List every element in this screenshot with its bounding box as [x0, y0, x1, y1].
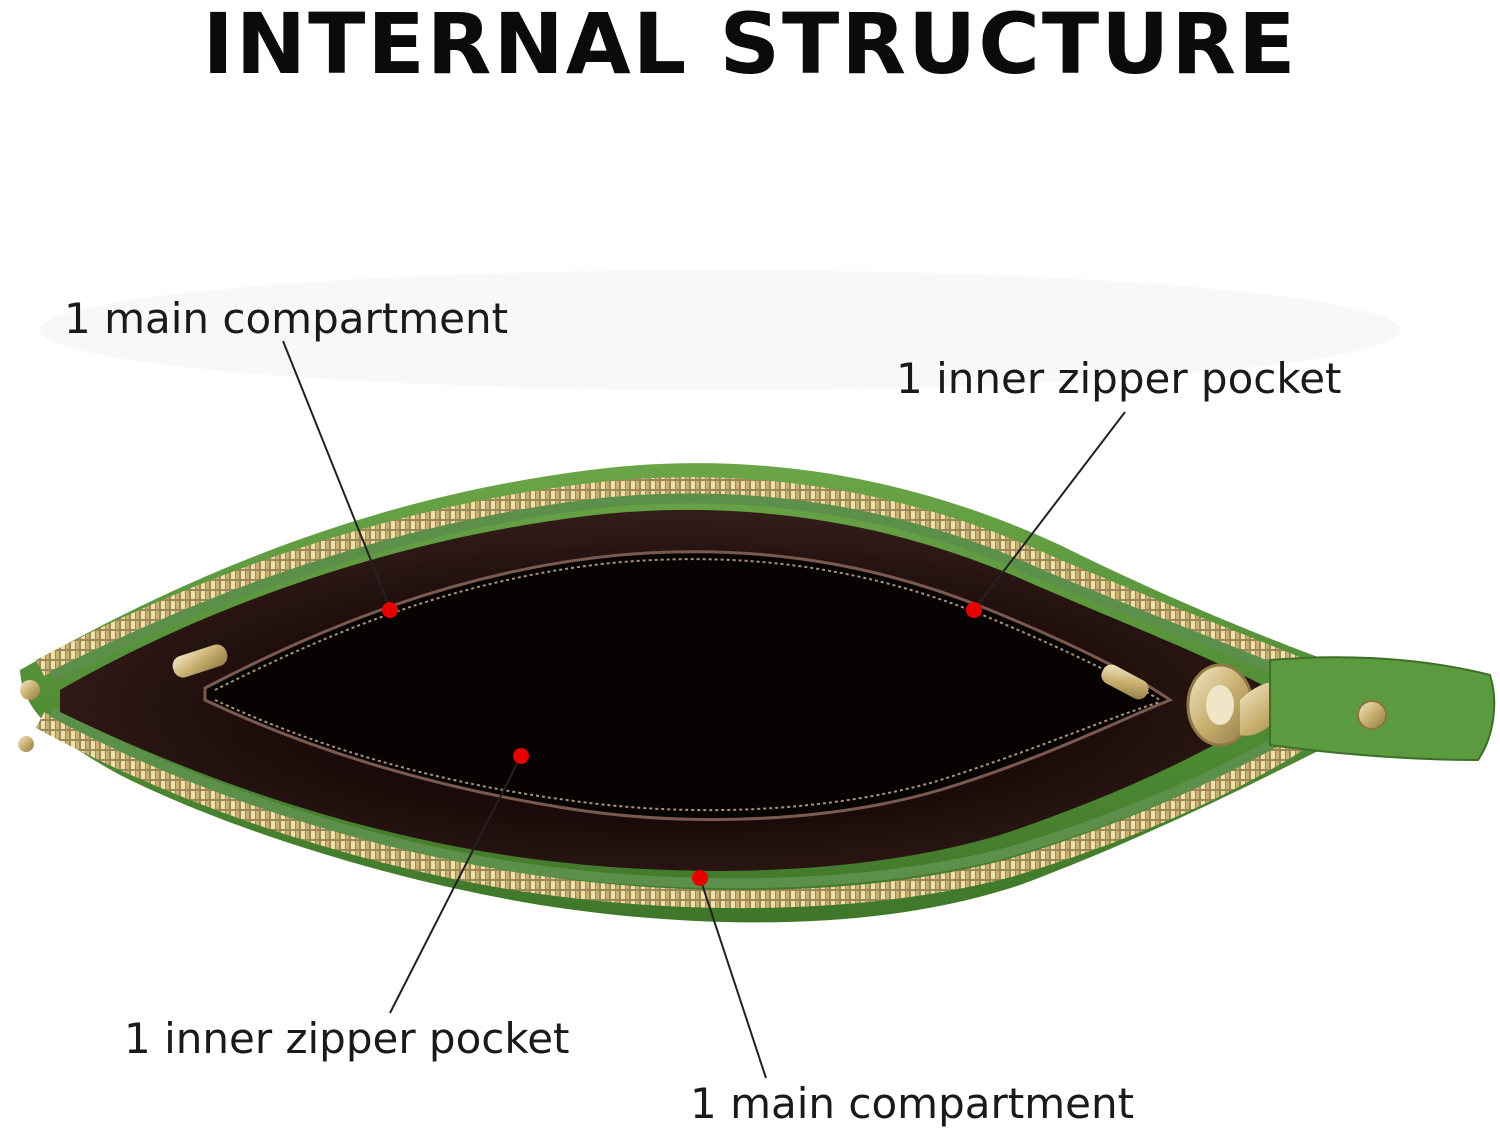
callout-main-compartment-upper: 1 main compartment: [64, 294, 509, 343]
red-dot-icon: [692, 870, 708, 886]
zipper-pull-icon: [172, 644, 1149, 700]
callout-main-compartment-lower: 1 main compartment: [690, 1079, 1135, 1128]
inner-pocket-zipper: [203, 550, 1174, 822]
zipper-top: [35, 477, 1324, 684]
callout-inner-pocket-lower: 1 inner zipper pocket: [124, 1014, 570, 1063]
red-dot-icon: [513, 748, 529, 764]
metal-rivet-icon: [1357, 700, 1387, 730]
callout-inner-pocket-upper: 1 inner zipper pocket: [896, 354, 1342, 403]
zipper-bottom: [35, 712, 1315, 909]
markers: [382, 602, 982, 886]
red-dot-icon: [966, 602, 982, 618]
page-title: INTERNAL STRUCTURE: [202, 0, 1298, 93]
red-dot-icon: [382, 602, 398, 618]
leader-lines: [282, 340, 1126, 1079]
